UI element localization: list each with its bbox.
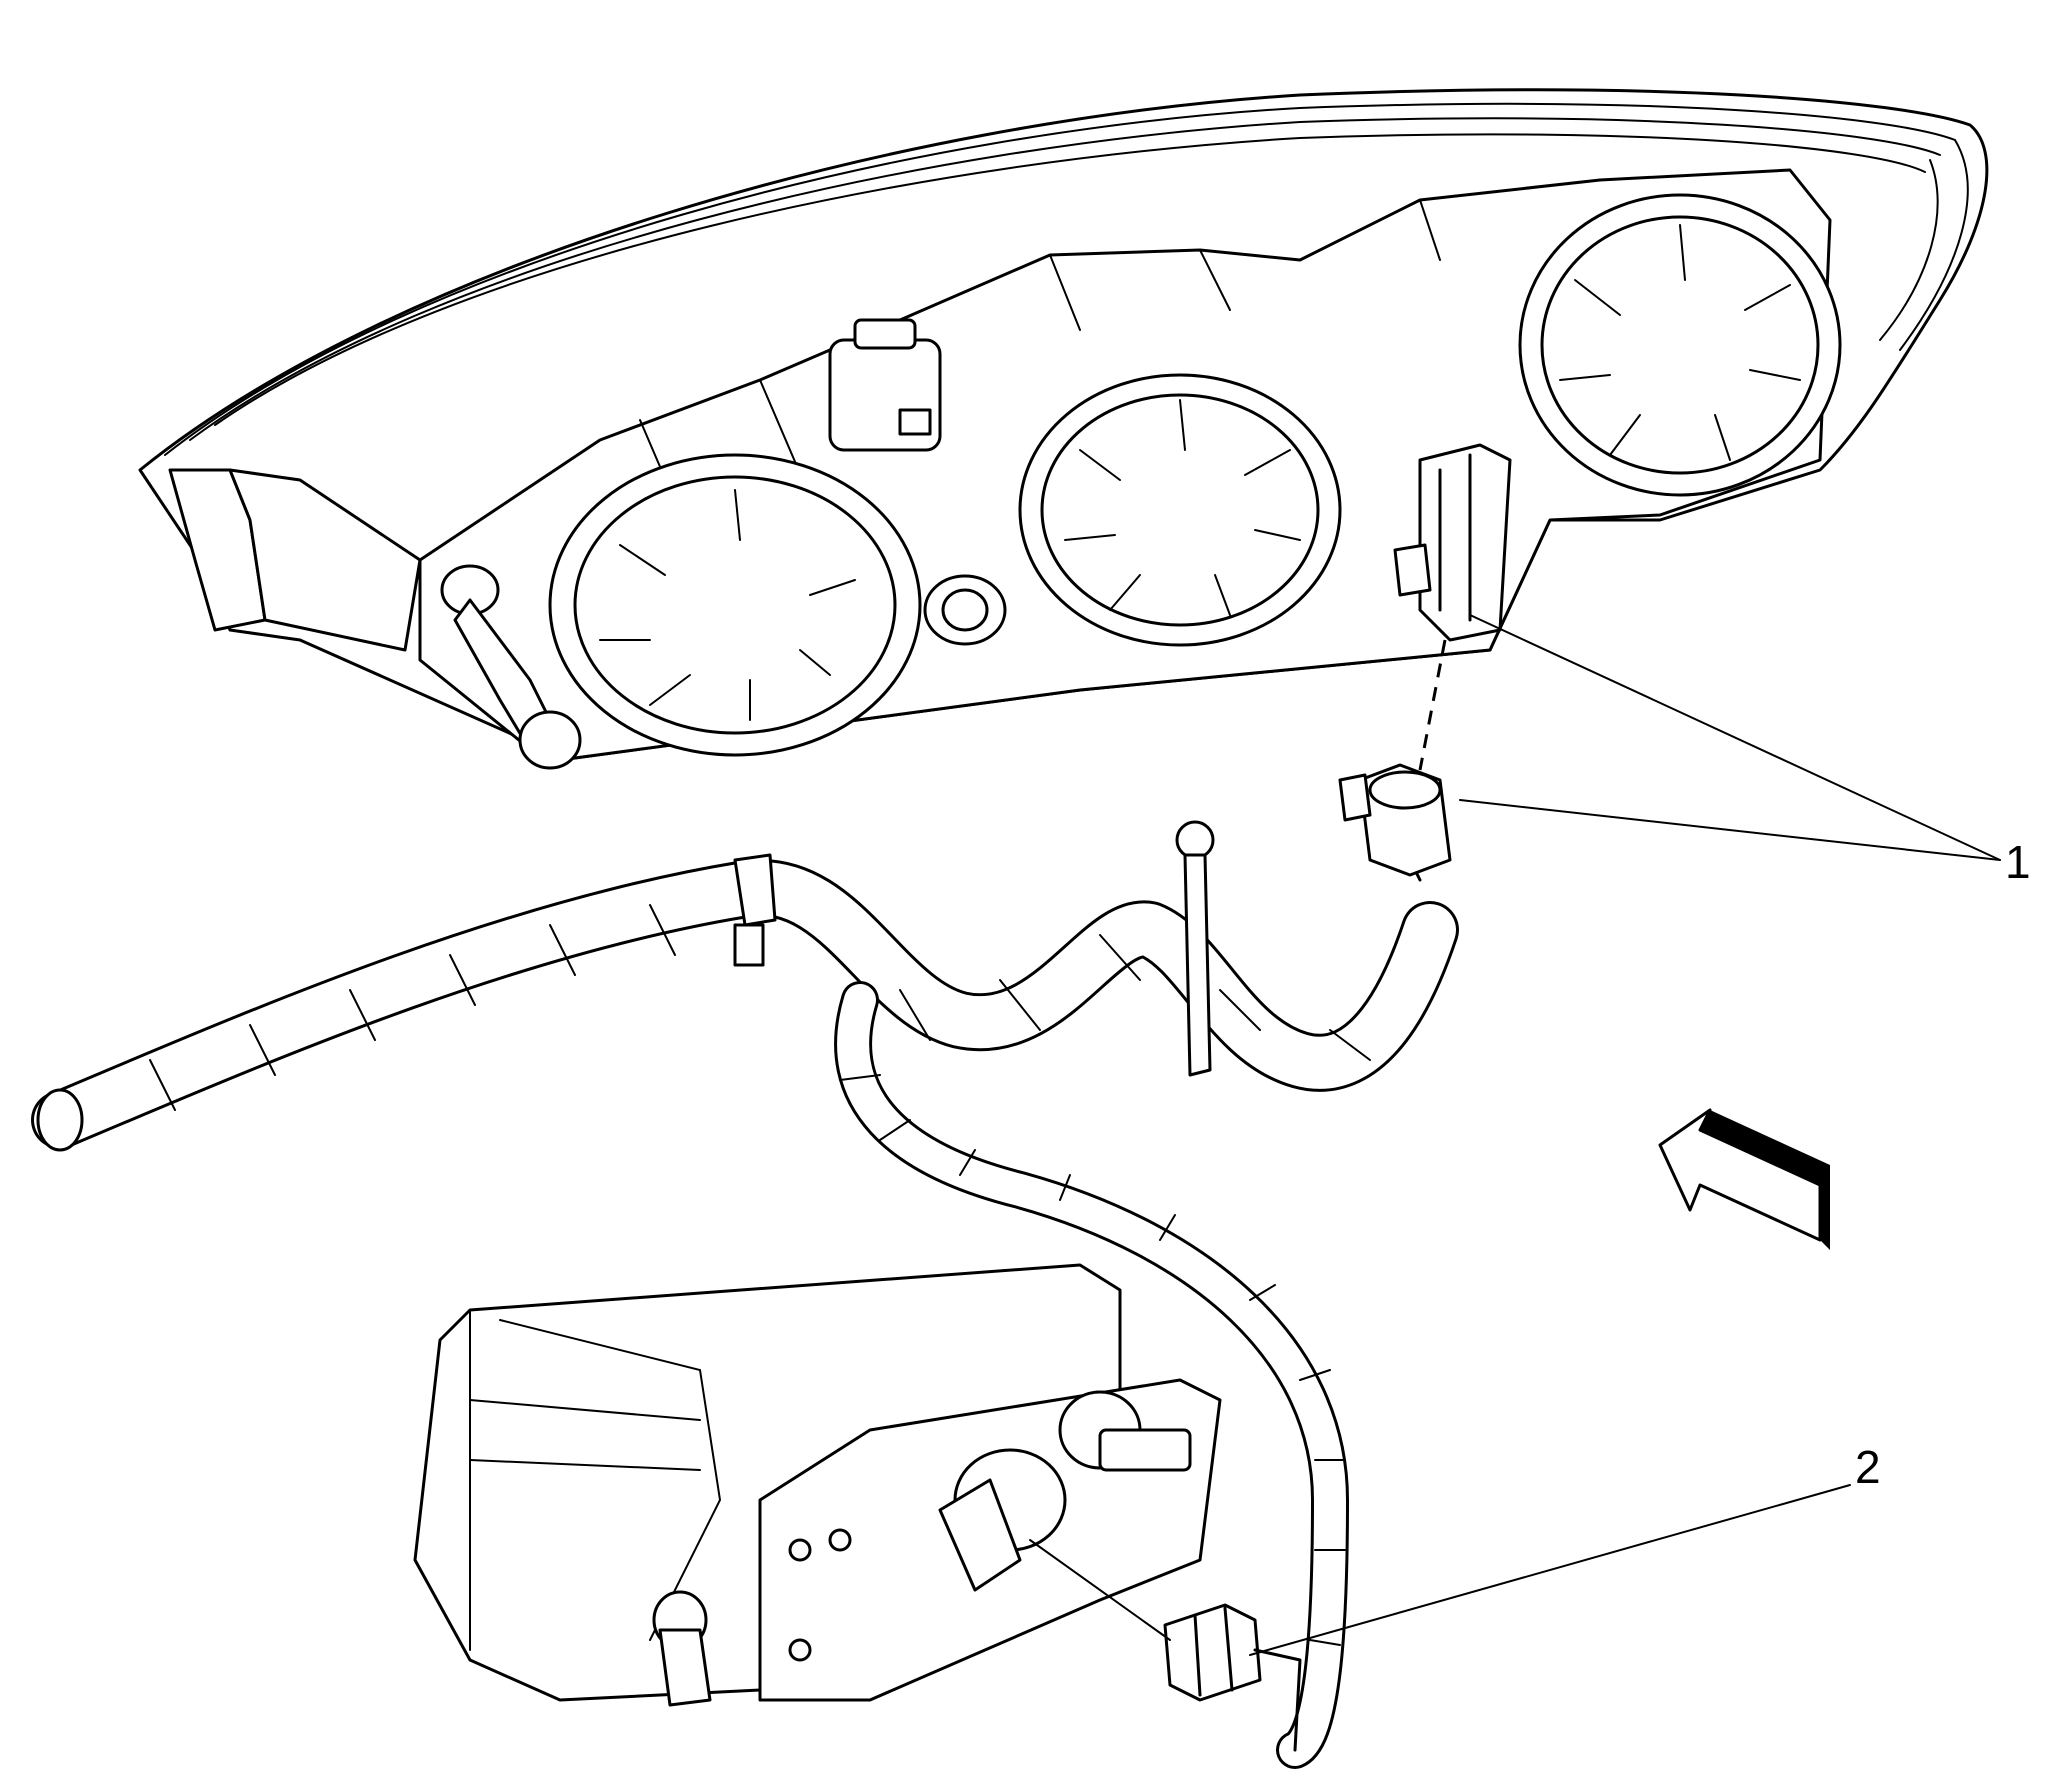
bulb-socket-left [828, 318, 942, 452]
callout-1-label: 1 [2005, 836, 2031, 888]
turn-signal-reflector [1518, 193, 1842, 497]
callout-1-leader-upper [1469, 614, 2001, 861]
view-direction-arrow [1658, 1108, 1830, 1250]
fog-lamp-assembly [413, 1263, 1222, 1707]
low-beam-reflector [548, 453, 922, 757]
harness-connector-headlamp [1338, 763, 1452, 877]
headlamp-connector [1393, 443, 1512, 642]
high-beam-reflector [1018, 373, 1342, 647]
callout-2-leader [1249, 1484, 1851, 1656]
callout-2: 2 [1249, 1441, 1881, 1656]
adjuster-post-left [440, 564, 582, 770]
headlamp-assembly [138, 88, 1989, 770]
wiring-harness [31, 818, 1459, 1769]
callout-1-leader-lower [1459, 799, 2001, 861]
callout-2-label: 2 [1855, 1441, 1881, 1493]
fog-connector-alignment-line [1029, 1539, 1171, 1641]
connector-alignment-line [1418, 639, 1447, 771]
callout-1: 1 [1459, 614, 2031, 888]
harness-connector-fog-lamp [1163, 1603, 1302, 1752]
adjuster-post-middle [923, 574, 1007, 646]
